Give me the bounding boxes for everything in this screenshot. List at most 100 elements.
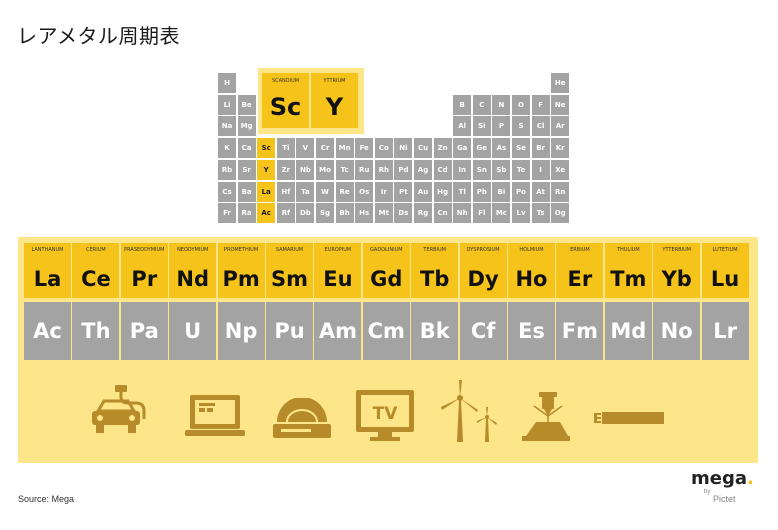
actinide-cf: Cf [459, 302, 507, 360]
actinide-lr: Lr [701, 302, 749, 360]
element-cell-ts: Ts [531, 203, 550, 224]
element-cell-i: I [531, 159, 550, 180]
logo-name: mega [691, 468, 747, 489]
actinide-md: Md [604, 302, 652, 360]
electric-car-icon [92, 385, 146, 433]
actinide-fm: Fm [556, 302, 604, 360]
element-cell-v: V [296, 138, 315, 159]
element-cell-rg: Rg [414, 203, 432, 224]
zoom-element-name: SCANDIUM [271, 78, 300, 84]
element-cell-s: S [512, 116, 530, 137]
element-cell-w: W [316, 181, 334, 202]
lanthanide-name: PROMETHIUM [224, 247, 259, 253]
element-cell-rn: Rn [551, 181, 570, 202]
lanthanide-symbol: Yb [661, 267, 692, 291]
element-cell-tc: Tc [335, 159, 354, 180]
element-cell-lv: Lv [512, 203, 530, 224]
page-title: レアメタル周期表 [17, 24, 180, 48]
hard-drive-icon [273, 398, 331, 438]
lanthanide-name: TERBIUM [423, 247, 446, 253]
lanthanide-symbol: La [33, 267, 62, 291]
element-cell-pd: Pd [394, 159, 413, 180]
actinide-es: Es [508, 302, 555, 360]
element-cell-mg: Mg [237, 116, 256, 137]
element-cell-ca: Ca [237, 138, 256, 159]
element-cell-pb: Pb [472, 181, 491, 202]
actinide-pu: Pu [266, 302, 313, 360]
element-cell-b: B [453, 94, 472, 115]
element-cell-in: In [453, 159, 472, 180]
zoom-element-sc: SCANDIUM Sc [262, 73, 309, 128]
svg-text:TV: TV [373, 404, 399, 424]
logo-by: by [704, 489, 711, 495]
element-cell-ru: Ru [355, 159, 374, 180]
element-cell-la: La [257, 181, 276, 202]
lanthanide-name: SAMARIUM [275, 247, 304, 253]
element-cell-ti: Ti [276, 138, 295, 159]
element-cell-n: N [492, 94, 511, 115]
lanthanide-symbol: Dy [467, 267, 499, 291]
element-cell-zn: Zn [433, 138, 452, 159]
lanthanide-symbol: Lu [710, 267, 740, 291]
element-cell-si: Si [472, 116, 491, 137]
element-cell-se: Se [512, 138, 530, 159]
element-cell-re: Re [335, 181, 354, 202]
lanthanide-name: LANTHANUM [31, 247, 64, 253]
lanthanide-symbol: Pr [131, 267, 158, 291]
element-cell-xe: Xe [551, 159, 570, 180]
element-cell-hg: Hg [433, 181, 452, 202]
actinide-symbol: Es [518, 319, 545, 343]
element-cell-he: He [551, 73, 570, 93]
actinide-symbol: Th [81, 319, 111, 343]
element-cell-tl: Tl [453, 181, 472, 202]
lanthanide-symbol: Tm [610, 267, 647, 291]
element-cell-ba: Ba [237, 181, 256, 202]
lanthanide-symbol: Tb [420, 267, 450, 291]
zoom-element-y: YTTRIUM Y [311, 73, 358, 128]
element-cell-h: H [218, 73, 236, 93]
zoom-element-symbol: Sc [269, 93, 302, 121]
actinide-symbol: Am [318, 319, 357, 343]
lanthanide-name: HOLMIUM [519, 247, 544, 253]
element-cell-cr: Cr [316, 138, 334, 159]
actinide-pa: Pa [120, 302, 168, 360]
element-cell-cu: Cu [414, 138, 432, 159]
tablet-icon [185, 395, 245, 436]
element-cell-sb: Sb [492, 159, 511, 180]
element-cell-rf: Rf [276, 203, 295, 224]
lanthanide-name: NEODYMIUM [177, 247, 209, 253]
zoom-element-symbol: Y [325, 93, 344, 121]
element-cell-rh: Rh [374, 159, 393, 180]
zoom-element-name: YTTRIUM [323, 78, 346, 84]
element-cell-ds: Ds [394, 203, 413, 224]
actinide-symbol: Bk [419, 319, 450, 343]
element-cell-k: K [218, 138, 236, 159]
lanthanide-name: EUROPIUM [324, 247, 352, 253]
actinide-symbol: Np [224, 319, 258, 343]
element-cell-o: O [512, 94, 530, 115]
actinide-symbol: Pa [129, 319, 159, 343]
actinide-am: Am [314, 302, 362, 360]
logo-dot: . [747, 468, 754, 489]
element-cell-ra: Ra [237, 203, 256, 224]
lanthanide-name: CERIUM [86, 247, 106, 253]
element-cell-fe: Fe [355, 138, 374, 159]
actinide-bk: Bk [411, 302, 459, 360]
lanthanide-name: GADOLINIUM [370, 247, 403, 253]
lanthanide-symbol: Nd [176, 267, 209, 291]
tv-icon: TV [356, 390, 414, 441]
element-cell-ar: Ar [551, 116, 570, 137]
element-cell-os: Os [355, 181, 374, 202]
element-cell-be: Be [237, 94, 256, 115]
element-cell-ag: Ag [414, 159, 432, 180]
element-cell-na: Na [218, 116, 236, 137]
element-cell-db: Db [296, 203, 315, 224]
